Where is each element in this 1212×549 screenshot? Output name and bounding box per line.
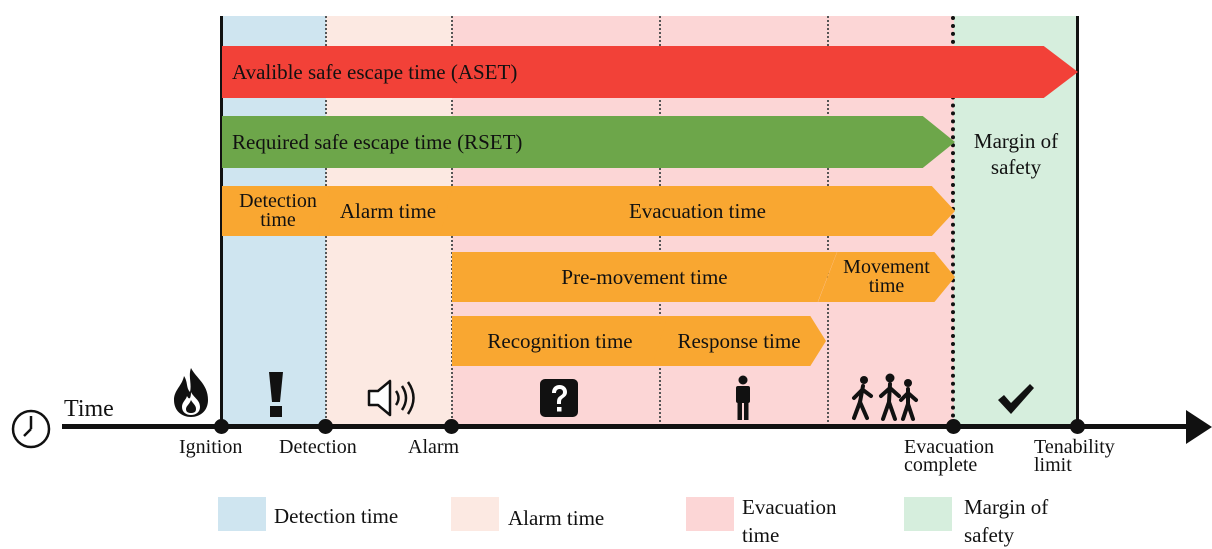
question-icon (540, 379, 578, 417)
aset-label: Avalible safe escape time (ASET) (232, 59, 518, 84)
fire-icon (174, 368, 208, 417)
tenability-limit-marker (1070, 419, 1085, 434)
detection-label: Detection (279, 436, 357, 458)
tenability-limit-label: Tenability limit (1034, 436, 1115, 476)
legend-swatch-evacuation (686, 497, 734, 531)
movement-time-bar: Movement time (818, 252, 955, 302)
walking-people-icon (852, 373, 918, 421)
alarm-time-bar: Alarm time (317, 186, 459, 236)
legend-label-margin: Margin of safety (964, 495, 1049, 547)
evacuation-complete-line (951, 16, 955, 426)
margin-of-safety-label: Margin of safety (973, 129, 1059, 179)
time-axis-label: Time (64, 396, 114, 422)
recognition-time-bar: Recognition time (452, 316, 668, 366)
person-icon (736, 375, 750, 420)
speaker-icon (367, 379, 415, 417)
axis-arrowhead (1186, 410, 1212, 444)
evacuation-complete-label: Evacuation complete (904, 436, 994, 476)
pre-movement-time-bar: Pre-movement time (452, 252, 837, 302)
time-axis-line (62, 424, 1192, 429)
legend-label-detection: Detection time (274, 504, 399, 528)
response-time-bar: Response time (652, 316, 826, 366)
aset-bar: Avalible safe escape time (ASET) (222, 46, 1078, 98)
exclamation-icon (269, 372, 283, 417)
legend-swatch-detection (218, 497, 266, 531)
detection-time-bar: Detection time (222, 186, 334, 236)
legend-label-evacuation: Evacuation time (742, 495, 837, 547)
detection-marker (318, 419, 333, 434)
legend-label-alarm: Alarm time (508, 506, 605, 530)
ignition-marker (214, 419, 229, 434)
checkmark-icon (998, 384, 1034, 414)
clock-icon (11, 409, 51, 449)
alarm-marker (444, 419, 459, 434)
rset-label: Required safe escape time (RSET) (232, 129, 523, 154)
rset-bar: Required safe escape time (RSET) (222, 116, 955, 168)
evacuation-time-bar: Evacuation time (440, 186, 955, 236)
tenability-line (1076, 16, 1079, 426)
ignition-line (220, 16, 223, 426)
evacuation-complete-marker (946, 419, 961, 434)
legend-swatch-margin (904, 497, 952, 531)
legend-swatch-alarm (451, 497, 499, 531)
alarm-label: Alarm (408, 436, 460, 458)
ignition-label: Ignition (179, 436, 243, 458)
